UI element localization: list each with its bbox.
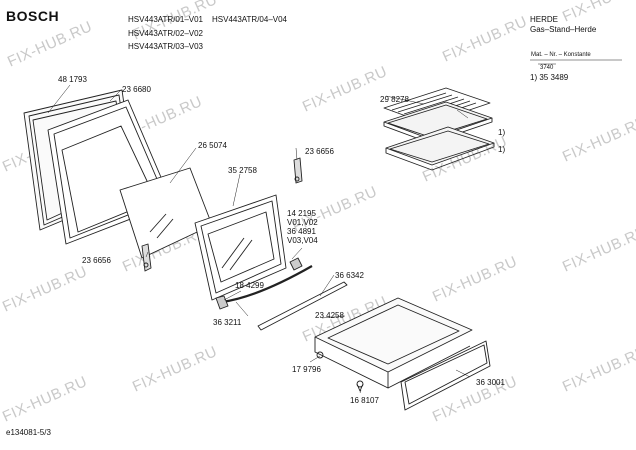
- front-door-glass: [194, 194, 287, 301]
- part-label: 29 8278: [380, 95, 409, 104]
- drawer-front-panel: [400, 340, 491, 411]
- part-label: 36 6342: [335, 271, 364, 280]
- baking-tray-2: [385, 126, 495, 171]
- model-label: HSV443ATR/01–V01: [128, 15, 204, 24]
- brand-logo: BOSCH: [6, 8, 60, 24]
- part-label: 26 5074: [198, 141, 227, 150]
- inner-glass: [119, 167, 213, 259]
- legend-note: 1) 35 3489: [530, 73, 569, 82]
- leader-lines: [47, 59, 622, 394]
- part-label: 36 4891: [287, 227, 316, 236]
- model-label: HSV443ATR/03–V03: [128, 42, 204, 51]
- part-label: 35 2758: [228, 166, 257, 175]
- part-label: 23 6656: [82, 256, 111, 265]
- part-label: 17 9796: [292, 365, 321, 374]
- storage-drawer: [314, 297, 473, 389]
- part-label: 16 8107: [350, 396, 379, 405]
- category-label: HERDE: [530, 15, 559, 24]
- footnote-mark: 1): [498, 145, 506, 154]
- footnote-mark: 1): [498, 128, 506, 137]
- part-label: 36 3001: [476, 378, 505, 387]
- trim-strip: [257, 281, 348, 331]
- drawing-id: e134081-5/3: [6, 428, 51, 437]
- part-label: 23 6656: [305, 147, 334, 156]
- hinge-right: [293, 157, 303, 184]
- legend-heading: Mat. – Nr. – Konstante: [531, 52, 591, 58]
- model-label: HSV443ATR/02–V02: [128, 29, 204, 38]
- part-label: 23 6680: [122, 85, 151, 94]
- drawer-rollers: [316, 351, 364, 392]
- part-label: 48 1793: [58, 75, 87, 84]
- part-label: 14 2195: [287, 209, 316, 218]
- hinge-left: [141, 243, 152, 272]
- part-label: 36 3211: [213, 318, 242, 327]
- subcategory-label: Gas–Stand–Herde: [530, 25, 597, 34]
- model-label: HSV443ATR/04–V04: [212, 15, 288, 24]
- baking-tray-1: [383, 101, 493, 144]
- part-label: V03,V04: [287, 236, 318, 245]
- legend-value: 3740: [540, 65, 554, 71]
- part-label: 23 4258: [315, 311, 344, 320]
- part-label: V01,V02: [287, 218, 318, 227]
- part-label: 18 4299: [235, 281, 264, 290]
